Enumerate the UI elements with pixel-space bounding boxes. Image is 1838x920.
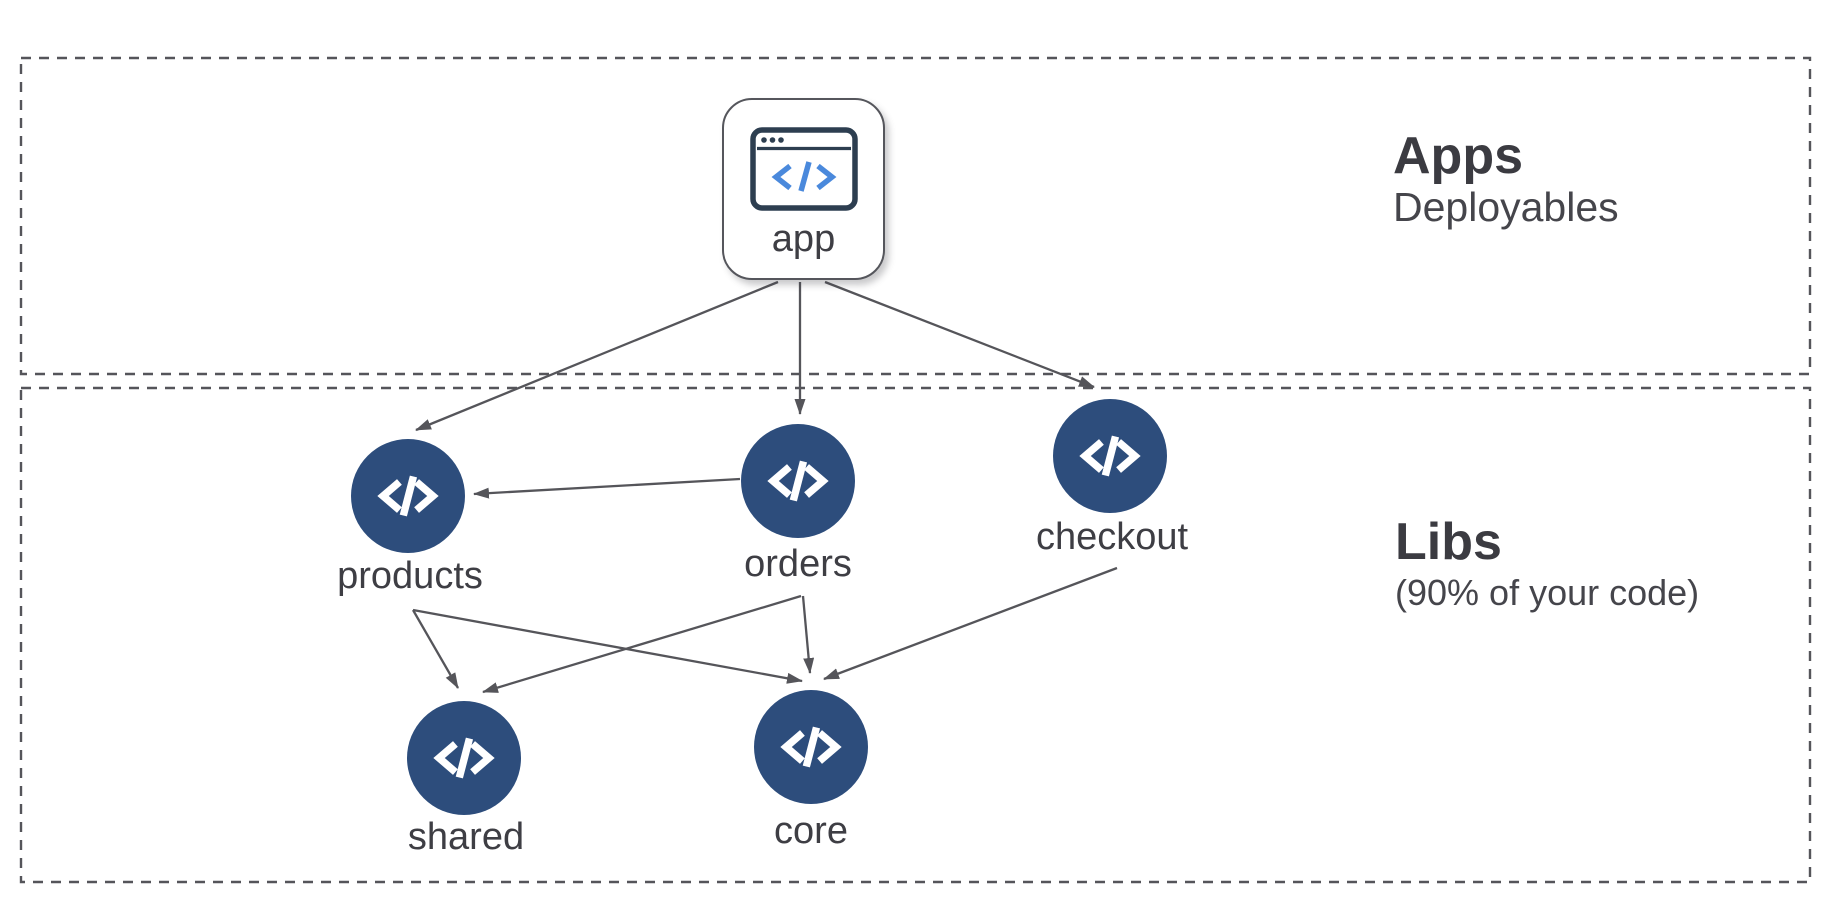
libs-section-subtitle: (90% of your code) [1395, 572, 1700, 613]
apps-section-heading: Apps Deployables [1393, 128, 1619, 230]
node-label-orders: orders [744, 543, 852, 585]
code-icon [767, 460, 829, 502]
node-shared [407, 701, 521, 815]
code-icon [1079, 435, 1141, 477]
libs-section-heading: Libs (90% of your code) [1395, 514, 1699, 616]
edge-checkout-core [823, 566, 1118, 681]
browser-code-icon [749, 127, 858, 211]
edge-orders-core [801, 595, 815, 674]
code-icon [377, 475, 439, 517]
node-label-products: products [337, 555, 483, 597]
node-orders [741, 424, 855, 538]
apps-section-box [19, 56, 1812, 376]
node-products [351, 439, 465, 553]
code-icon [433, 737, 495, 779]
node-label-shared: shared [407, 816, 525, 858]
node-core [754, 690, 868, 804]
edge-products-core [412, 608, 803, 684]
node-label-checkout: checkout [1035, 516, 1189, 558]
node-label-app: app [771, 218, 836, 260]
node-label-core: core [774, 810, 848, 852]
edge-orders-shared [482, 594, 802, 694]
code-icon [780, 726, 842, 768]
edge-products-shared [412, 609, 459, 689]
libs-section-title: Libs [1395, 513, 1502, 571]
node-checkout [1053, 399, 1167, 513]
edge-orders-products [473, 477, 741, 499]
apps-section-title: Apps [1393, 127, 1523, 185]
edge-app-products [415, 280, 779, 432]
libs-section-box [19, 386, 1812, 884]
node-app: app [722, 98, 885, 280]
apps-section-subtitle: Deployables [1393, 184, 1619, 230]
edge-app-checkout [824, 280, 1095, 389]
